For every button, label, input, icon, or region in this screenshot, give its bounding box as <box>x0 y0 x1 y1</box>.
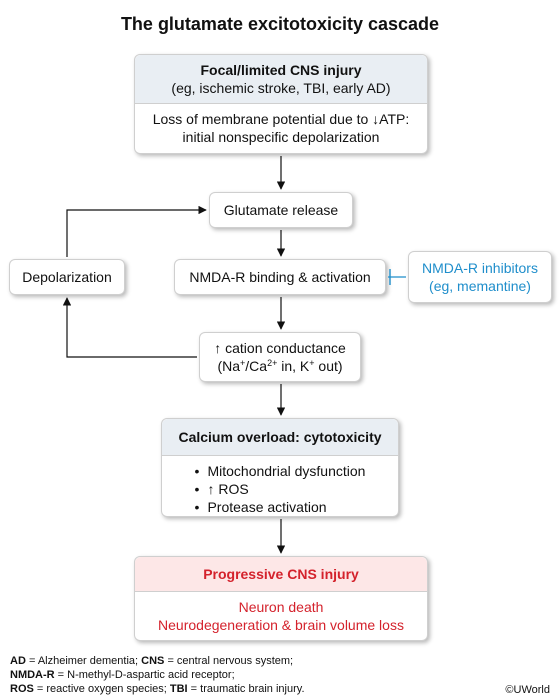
cation-conductance-line2: (Na+/Ca2+ in, K+ out) <box>217 358 343 374</box>
arrow-depolarization-to-glutamate <box>66 205 207 257</box>
nmda-binding-box: NMDA-R binding & activation <box>174 259 386 295</box>
list-item: Protease activation <box>195 498 366 516</box>
list-item: Mitochondrial dysfunction <box>195 462 365 480</box>
progressive-injury-box: Progressive CNS injury Neuron death Neur… <box>134 556 428 641</box>
calcium-overload-list: Mitochondrial dysfunction ↑ ROS Protease… <box>195 462 366 516</box>
progressive-injury-title: Progressive CNS injury <box>135 557 427 592</box>
abbreviations-line1: AD = Alzheimer dementia; CNS = central n… <box>10 655 294 667</box>
focal-injury-body-line2: initial nonspecific depolarization <box>182 129 380 145</box>
calcium-overload-body: Mitochondrial dysfunction ↑ ROS Protease… <box>162 456 398 522</box>
progressive-injury-line2: Neurodegeneration & brain volume loss <box>158 617 404 633</box>
depolarization-box: Depolarization <box>9 259 125 295</box>
copyright: ©UWorld <box>505 684 550 696</box>
nmda-inhibitors-box: NMDA-R inhibitors (eg, memantine) <box>408 251 552 303</box>
focal-injury-body-line1: Loss of membrane potential due to ↓ATP: <box>152 111 410 127</box>
abbreviations: AD = Alzheimer dementia; CNS = central n… <box>10 654 305 696</box>
nmda-inhibitors-line1: NMDA-R inhibitors <box>422 260 538 276</box>
focal-injury-title: Focal/limited CNS injury <box>200 62 362 78</box>
progressive-injury-line1: Neuron death <box>238 599 324 615</box>
focal-injury-box: Focal/limited CNS injury (eg, ischemic s… <box>134 54 428 154</box>
arrow-cation-to-depolarization <box>62 297 197 358</box>
focal-injury-body: Loss of membrane potential due to ↓ATP: … <box>135 104 427 152</box>
cation-conductance-box: ↑ cation conductance (Na+/Ca2+ in, K+ ou… <box>199 332 361 382</box>
glutamate-release-box: Glutamate release <box>209 192 353 228</box>
depolarization-label: Depolarization <box>22 269 112 285</box>
list-item: ↑ ROS <box>195 480 366 498</box>
progressive-injury-body: Neuron death Neurodegeneration & brain v… <box>135 592 427 640</box>
abbreviations-line2: NMDA-R = N-methyl-D-aspartic acid recept… <box>10 669 235 681</box>
calcium-overload-title: Calcium overload: cytotoxicity <box>162 419 398 456</box>
glutamate-release-label: Glutamate release <box>223 202 339 218</box>
focal-injury-subtitle: (eg, ischemic stroke, TBI, early AD) <box>171 80 391 96</box>
abbreviations-line3: ROS = reactive oxygen species; TBI = tra… <box>10 683 305 695</box>
nmda-binding-label: NMDA-R binding & activation <box>189 269 371 285</box>
nmda-inhibitors-line2: (eg, memantine) <box>429 278 531 294</box>
calcium-overload-box: Calcium overload: cytotoxicity Mitochond… <box>161 418 399 517</box>
diagram-title: The glutamate excitotoxicity cascade <box>120 14 440 34</box>
cation-conductance-line1: ↑ cation conductance <box>214 340 346 356</box>
focal-injury-header: Focal/limited CNS injury (eg, ischemic s… <box>135 55 427 104</box>
